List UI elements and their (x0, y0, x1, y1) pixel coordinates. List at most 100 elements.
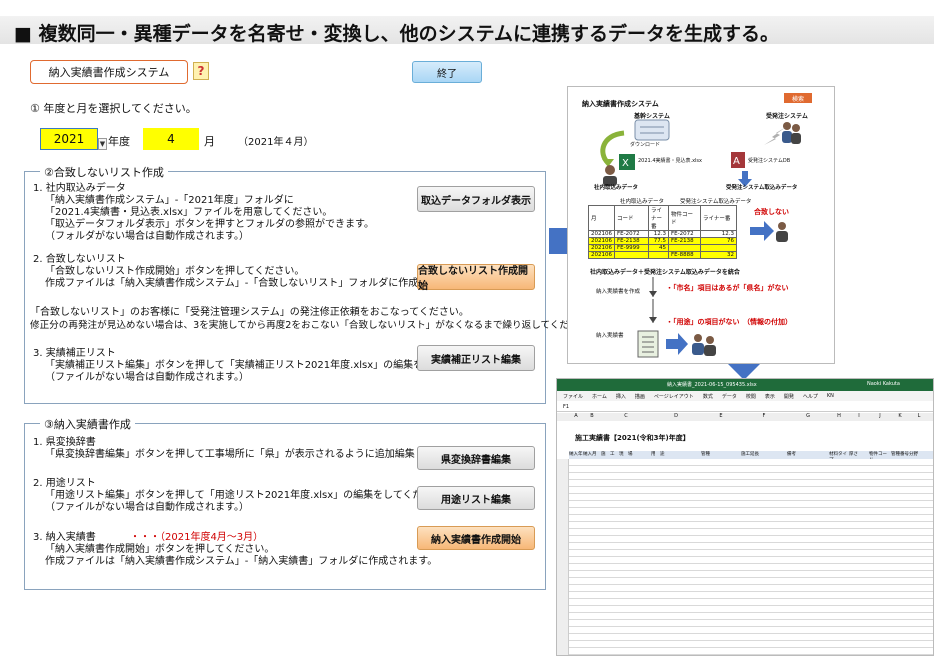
table-header-right: 受発注システム取込みデータ (680, 199, 752, 205)
s3-item3-line: 作成ファイルは「納入実績書作成システム」-「納入実績書」フォルダに作成されます。 (45, 556, 438, 567)
delivery-report-start-button[interactable]: 納入実績書作成開始 (417, 526, 535, 550)
title-area: ■ 複数同一・異種データを名寄せ・変換し、他のシステムに連携するデータを生成する… (0, 0, 934, 46)
internal-data-label: 社内取込みデータ (594, 185, 639, 191)
down-small-arrow-icon (738, 171, 752, 187)
order-system-label: 受発注システム (766, 113, 808, 120)
sheet-header-row: 納入年 納入月 施 工 現 場 用 途 管種 施工延長 備考 材料タイプ 厚さ … (569, 451, 933, 463)
menu-item[interactable]: 数式 (702, 393, 713, 400)
s3-item2-line: （ファイルがない場合は自動作成されます。） (45, 502, 249, 513)
end-button[interactable]: 終了 (412, 61, 482, 83)
step1-instruction: ① 年度と月を選択してください。 (30, 102, 197, 115)
formula-bar[interactable]: F1 (557, 403, 933, 412)
making-label: 納入実績書を作成 (596, 289, 641, 295)
s3-item1-line: 「県変換辞書編集」ボタンを押して工事場所に「県」が表示されるように追加編集してく… (45, 449, 485, 460)
excel-preview: 納入実績書_2021-06-15_095435.xlsx Naoki Kakut… (556, 378, 934, 656)
correction-list-edit-button[interactable]: 実績補正リスト編集 (417, 345, 535, 371)
s3-item3-period: ・・・（2021年度4月～3月） (130, 532, 264, 543)
section-mismatch-list (24, 171, 546, 404)
note-prefecture: ・「市名」項目はあるが「県名」がない (666, 284, 789, 292)
import-folder-button[interactable]: 取込データフォルダ表示 (417, 186, 535, 212)
menu-item[interactable]: KN (826, 393, 834, 399)
flow-diagram: 検索 納入実績書作成システム 基幹システム 受発注システム ダウンロード X 2… (567, 86, 835, 364)
menu-item[interactable]: データ (721, 393, 737, 400)
order-db-label: 受発注システムDB (748, 158, 791, 164)
core-system-label: 基幹システム (634, 113, 670, 120)
year-select[interactable]: 2021 (40, 128, 98, 150)
month-suffix: 月 (204, 135, 215, 148)
s2-item1-heading: 1. 社内取込みデータ (33, 183, 126, 194)
s3-item3-line: 「納入実績書作成開始」ボタンを押してください。 (45, 544, 275, 555)
menu-item[interactable]: 挿入 (615, 393, 626, 400)
menu-item[interactable]: ホーム (592, 393, 607, 400)
comparison-table: 月 コード ライナー番 物件コード ライナー番 202106 FE-2072 1… (588, 205, 737, 259)
download-label: ダウンロード (630, 142, 661, 148)
menu-item[interactable]: ページレイアウト (653, 393, 694, 400)
table-row: 202106 FE-9999 45 (588, 244, 737, 252)
order-data-label: 受発注システム取込みデータ (726, 185, 798, 191)
excel-window-title: 納入実績書_2021-06-15_095435.xlsx (667, 382, 757, 388)
s3-item3-heading: 3. 納入実績書 (33, 532, 96, 543)
mismatch-list-start-button[interactable]: 合致しないリスト作成開始 (417, 264, 535, 292)
sheet-title: 施工実績書【2021(令和3年)年度】 (575, 434, 690, 442)
help-icon[interactable]: ? (193, 62, 209, 80)
download-arrow-icon (600, 130, 625, 167)
s2-item3-heading: 3. 実績補正リスト (33, 348, 116, 359)
file-name-label: 2021.4実績書・見込表.xlsx (638, 158, 702, 164)
cell-ref: F1 (563, 404, 570, 410)
mismatch-label: 合致しない (754, 208, 789, 216)
vertical-arrow-icon (649, 299, 657, 323)
s2-item2-line: 作成ファイルは「納入実績書作成システム」-「合致しないリスト」フォルダに作成され… (45, 278, 468, 289)
chevron-down-icon[interactable]: ▼ (98, 138, 107, 150)
prefecture-dict-edit-button[interactable]: 県変換辞書編集 (417, 446, 535, 470)
s2-item1-line: 「取込データフォルダ表示」ボタンを押すとフォルダの参照ができます。 (45, 219, 374, 230)
s2-item2-heading: 2. 合致しないリスト (33, 254, 126, 265)
server-icon (634, 119, 670, 141)
s2-note: 修正分の再発注が見込めない場合は、3を実施してから再度2をおこない「合致しないリ… (30, 320, 598, 331)
menu-item[interactable]: 開発 (783, 393, 794, 400)
section-delivery-report (24, 423, 546, 590)
column-headers: A B C D E F G H I J K L (557, 413, 933, 421)
page-title: ■ 複数同一・異種データを名寄せ・変換し、他のシステムに連携するデータを生成する… (14, 23, 779, 45)
excel-titlebar: 納入実績書_2021-06-15_095435.xlsx Naoki Kakut… (557, 379, 933, 391)
s2-item1-line: 「2021.4実績書・見込表.xlsx」ファイルを用意してください。 (45, 207, 333, 218)
period-text: （2021年４月） (238, 137, 314, 148)
s2-item3-line: （ファイルがない場合は自動作成されます。） (45, 372, 249, 383)
table-row: 202106 FE-2072 12.3 FE-2072 12.3 (588, 230, 737, 238)
sheet-grid[interactable] (557, 459, 933, 655)
arrow-to-staff-icon (750, 221, 788, 242)
s2-item1-line: 「納入実績書作成システム」-「2021年度」フォルダに (45, 195, 294, 206)
menu-item[interactable]: ヘルプ (802, 393, 818, 400)
diagram-title: 納入実績書作成システム (582, 100, 659, 108)
s2-item2-line: 「合致しないリスト作成開始」ボタンを押してください。 (45, 266, 305, 277)
staff-icon (603, 165, 617, 186)
usage-list-edit-button[interactable]: 用途リスト編集 (417, 486, 535, 510)
row-headers (557, 459, 569, 655)
system-name-label: 納入実績書作成システム (30, 60, 188, 84)
table-header-left: 社内取込みデータ (620, 199, 665, 205)
menu-item[interactable]: 校閲 (745, 393, 756, 400)
menu-item[interactable]: 描画 (634, 393, 645, 400)
month-input[interactable]: 4 (143, 128, 199, 150)
note-usage: ・「用途」の項目がない （情報の付加） (666, 318, 792, 326)
vertical-arrow-icon (649, 277, 657, 297)
menu-item[interactable]: 表示 (764, 393, 775, 400)
user-group-icon (782, 122, 801, 144)
excel-user: Naoki Kakuta (867, 381, 900, 387)
s2-item1-line: （フォルダがない場合は自動作成されます。） (45, 231, 249, 242)
excel-menu: ファイル ホーム 挿入 描画 ページレイアウト 数式 データ 校閲 表示 開発 … (557, 391, 933, 401)
s2-note: 「合致しないリスト」のお客様に「受発注管理システム」の発注修正依頼をおこなってく… (30, 307, 469, 318)
result-label: 納入実績書 (596, 333, 624, 339)
excel-file-icon: X (619, 154, 635, 170)
s3-item2-heading: 2. 用途リスト (33, 478, 96, 489)
table-row: 202106 FE-8888 32 (588, 251, 737, 259)
report-to-staff-icon (637, 330, 716, 358)
section3-title: ③納入実績書作成 (40, 416, 135, 432)
svg-text:A: A (733, 156, 740, 167)
db-arrow-icon (764, 127, 786, 145)
s2-item3-line: 「実績補正リスト編集」ボタンを押して「実績補正リスト2021年度.xlsx」の編… (45, 360, 493, 371)
section2-title: ②合致しないリスト作成 (40, 164, 168, 180)
title-band (0, 16, 934, 44)
merge-title: 社内取込みデータ＋受発注システム取込みデータを統合 (590, 269, 740, 276)
access-db-icon: A (731, 152, 745, 168)
menu-item[interactable]: ファイル (563, 393, 584, 400)
